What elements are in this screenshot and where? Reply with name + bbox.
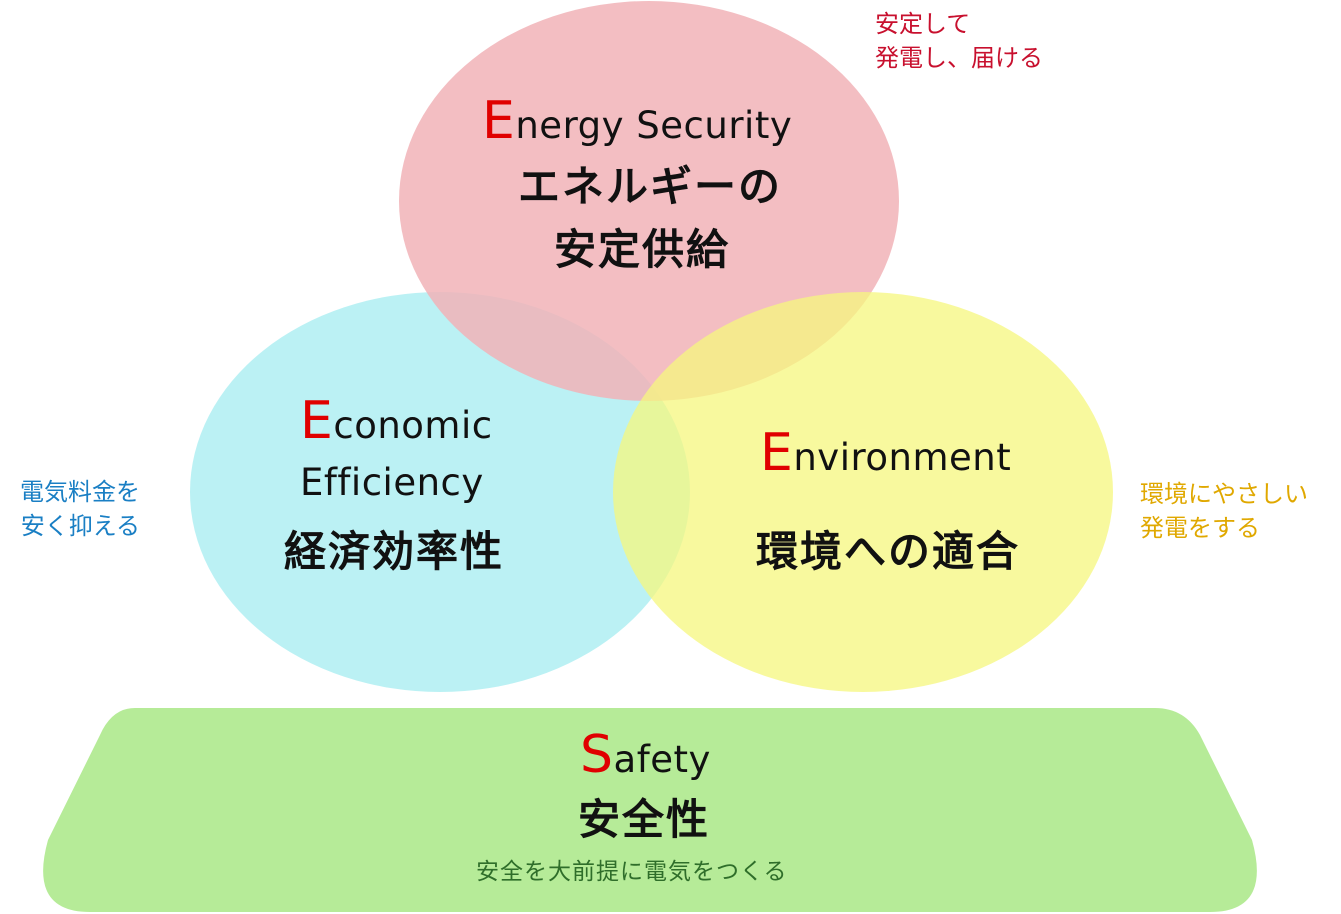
environment-circle: [613, 292, 1113, 692]
economic-efficiency-heading-line1: Economic: [300, 391, 493, 452]
energy-initial-letter: E: [482, 91, 516, 151]
economic-efficiency-jp: 経済効率性: [284, 527, 505, 576]
environment-initial-letter: E: [760, 423, 794, 483]
energy-heading-rest: nergy Security: [515, 104, 793, 147]
environment-note-line1: 環境にやさしい: [1140, 480, 1308, 508]
economic-efficiency-heading-line2: Efficiency: [300, 461, 484, 504]
energy-note-line1: 安定して: [875, 10, 971, 38]
economic-note-line1: 電気料金を: [20, 478, 140, 506]
energy-security-jp-line2: 安定供給: [554, 225, 731, 274]
economic-initial-letter: E: [300, 391, 334, 451]
safety-initial-letter: S: [580, 725, 614, 785]
economic-note-line2: 安く抑える: [20, 511, 140, 540]
energy-note: 安定して 発電し、届ける: [875, 8, 1043, 75]
energy-security-circle: [399, 1, 899, 401]
environment-jp: 環境への適合: [756, 527, 1021, 576]
safety-note: 安全を大前提に電気をつくる: [476, 859, 788, 885]
economic-note: 電気料金を 安く抑える: [20, 476, 140, 543]
safety-heading: Safety: [580, 725, 711, 786]
environment-note-line2: 発電をする: [1140, 513, 1260, 542]
energy-security-jp-line1: エネルギーの: [518, 162, 783, 211]
economic-heading-rest: conomic: [333, 404, 493, 447]
energy-security-heading: Energy Security: [482, 91, 793, 152]
economic-efficiency-circle: [190, 292, 690, 692]
energy-note-line2: 発電し、届ける: [875, 43, 1043, 72]
safety-base-shape: [43, 708, 1257, 912]
environment-heading: Environment: [760, 423, 1012, 484]
environment-heading-rest: nvironment: [793, 436, 1012, 479]
safety-jp: 安全性: [578, 795, 711, 844]
safety-heading-rest: afety: [613, 738, 711, 781]
environment-note: 環境にやさしい 発電をする: [1140, 478, 1308, 545]
